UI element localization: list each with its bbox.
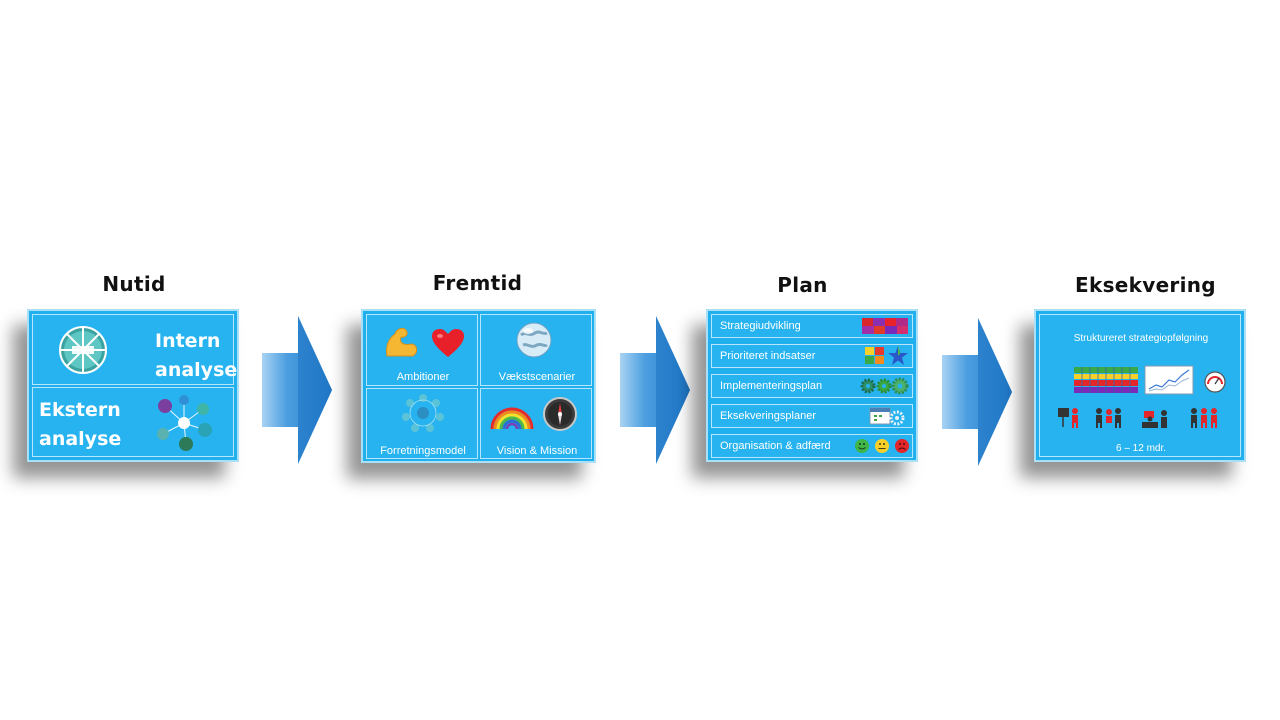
nutid-ekstern-cell: Ekstern analyse [32,387,234,457]
plan-label-eksekveringsplaner: Eksekveringsplaner [720,410,816,422]
plan-row-eksekveringsplaner: Eksekveringsplaner [711,404,913,428]
plan-row-implementeringsplan: Implementeringsplan [711,374,913,398]
plan-row-organisation: Organisation & adfærd [711,434,913,458]
fremtid-label-ambitioner: Ambitioner [396,371,450,383]
flow-arrow-2 [620,316,690,464]
plan-panel: Strategiudvikling Prioriteret indsatser … [706,309,918,462]
business-model-cluster-icon [402,394,444,432]
fremtid-label-vision-mission: Vision & Mission [496,445,578,457]
fremtid-label-forretningsmodel: Forretningsmodel [380,445,466,457]
eksekvering-panel: Struktureret strategiopfølgning [1034,309,1246,462]
plan-row-strategiudvikling: Strategiudvikling [711,314,913,338]
gauge-icon [1204,371,1226,393]
flow-arrow-1 [262,316,332,464]
smiley-faces-icon [855,439,909,453]
team-people-icon [1058,408,1217,428]
plan-label-implementeringsplan: Implementeringsplan [720,380,823,392]
fremtid-cell-ambitioner: Ambitioner [366,314,478,386]
priority-blocks-icon [865,347,884,364]
rainbow-icon [490,407,534,430]
stage-title-plan: Plan [777,273,828,297]
eksekvering-cell: Struktureret strategiopfølgning [1039,314,1241,457]
ekstern-analyse-label: Ekstern analyse [39,399,122,450]
plan-label-prioriteret: Prioriteret indsatser [720,350,816,362]
fremtid-cell-vaekstscenarier: Vækstscenarier [480,314,592,386]
heart-icon [432,329,464,357]
fremtid-cell-forretningsmodel: Forretningsmodel [366,388,478,459]
pie-wheel-icon [59,326,107,374]
puzzle-icon [862,318,908,334]
plan-row-prioriteret: Prioriteret indsatser [711,344,913,368]
stage-title-nutid: Nutid [102,272,166,296]
compass-icon [543,397,577,431]
intern-analyse-label: Intern analyse [155,330,238,381]
globe-icon [516,322,552,358]
fremtid-cell-vision-mission: Vision & Mission [480,388,592,459]
calendar-gear-icon [869,407,905,426]
gears-icon [860,377,909,395]
star-icon [888,346,908,365]
plan-label-organisation: Organisation & adfærd [720,440,831,452]
fremtid-panel: Ambitioner Vækstscenarier Forretningsmod… [361,309,596,463]
fremtid-label-vaekstscenarier: Vækstscenarier [498,371,576,383]
stage-title-fremtid: Fremtid [432,271,523,295]
flexed-arm-icon [386,327,418,357]
status-grid-icon [1074,367,1138,393]
flow-arrow-3 [942,318,1012,466]
line-chart-screen-icon [1144,365,1194,395]
plan-label-strategiudvikling: Strategiudvikling [720,320,801,332]
eksekvering-heading: Struktureret strategiopfølgning [1073,333,1209,344]
stage-title-eksekvering: Eksekvering [1075,273,1216,297]
network-bubbles-icon [157,395,212,451]
nutid-panel: Intern analyse Ekstern analyse [27,309,239,462]
eksekvering-duration: 6 – 12 mdr. [1115,443,1167,454]
nutid-intern-cell: Intern analyse [32,314,238,385]
